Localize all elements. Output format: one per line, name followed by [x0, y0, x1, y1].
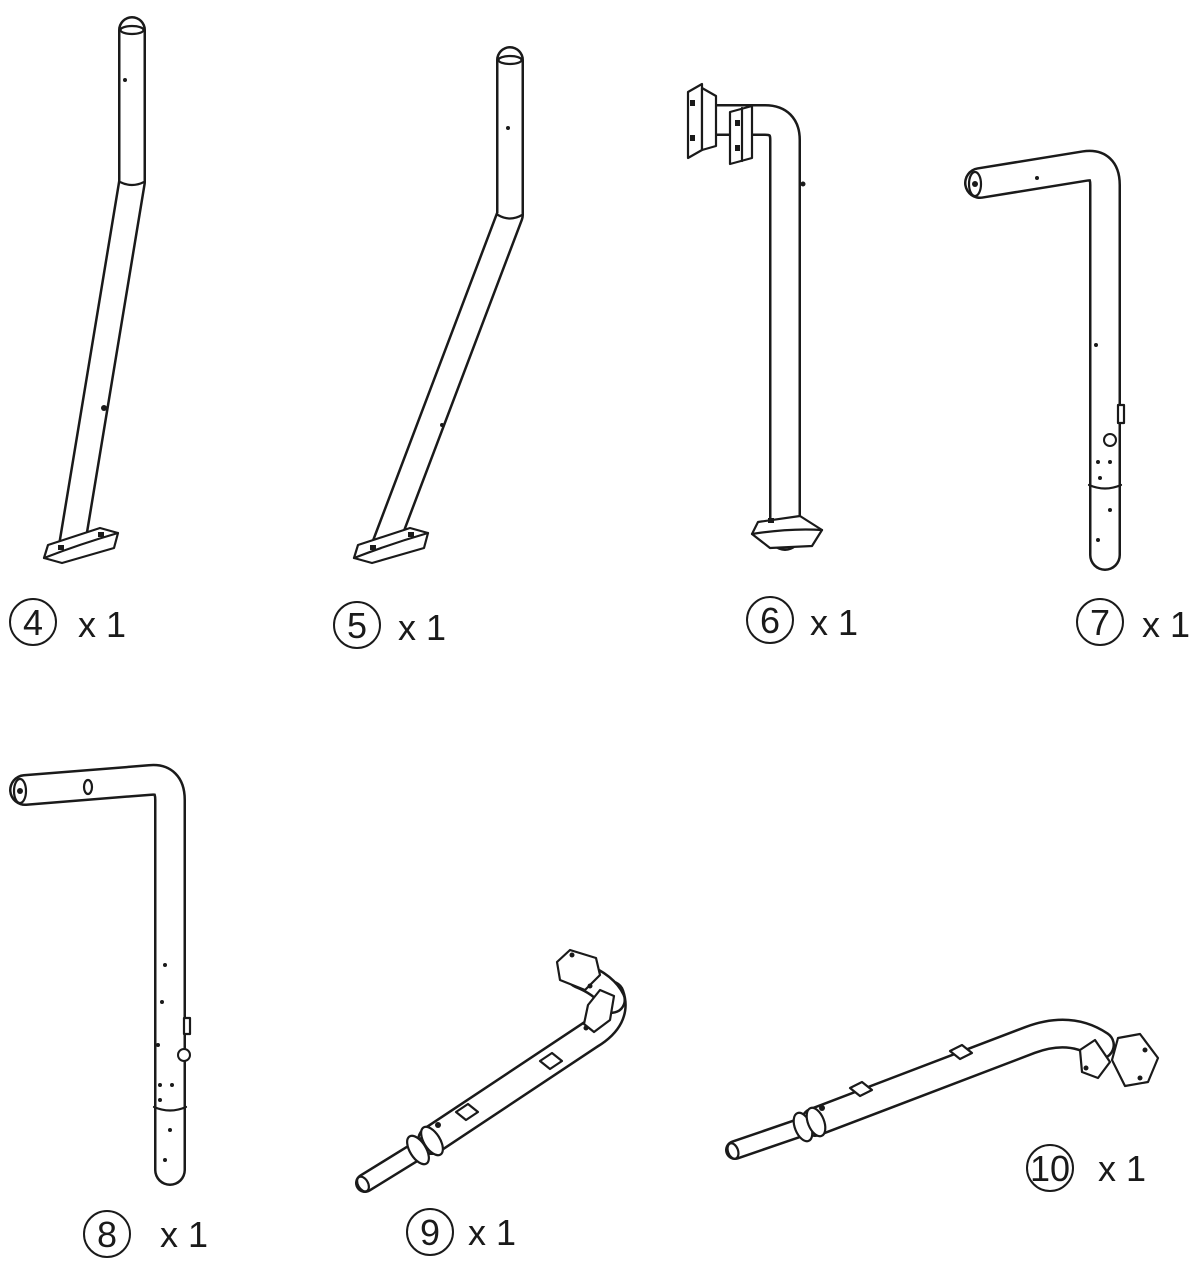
part-quantity: x 1: [398, 607, 446, 648]
part-number: 6: [760, 600, 780, 641]
part-7-label: 7 x 1: [1076, 598, 1190, 646]
part-8-label: 8 x 1: [83, 1210, 208, 1258]
part-number: 8: [97, 1214, 117, 1255]
part-number: 5: [347, 605, 367, 646]
part-quantity: x 1: [810, 602, 858, 643]
part-5-drawing: [352, 46, 524, 565]
part-number-badge: [1076, 598, 1124, 646]
part-10-drawing: [725, 1018, 1160, 1160]
part-quantity: x 1: [1142, 604, 1190, 645]
part-number: 9: [420, 1212, 440, 1253]
part-8-drawing: [9, 763, 192, 1186]
part-number-badge: [83, 1210, 131, 1258]
part-6-drawing: [686, 82, 824, 551]
part-5-label: 5 x 1: [333, 601, 446, 649]
part-quantity: x 1: [160, 1214, 208, 1255]
part-number-badge: [746, 596, 794, 644]
part-6-label: 6 x 1: [746, 596, 858, 644]
part-number: 4: [23, 602, 43, 643]
part-number: 7: [1090, 602, 1110, 643]
part-4-label: 4 x 1: [9, 598, 126, 646]
part-10-label: 10 x 1: [1026, 1144, 1146, 1192]
part-number-badge: [9, 598, 57, 646]
part-number-badge: [333, 601, 381, 649]
part-quantity: x 1: [468, 1212, 516, 1253]
part-7-drawing: [964, 149, 1126, 571]
part-quantity: x 1: [78, 604, 126, 645]
part-9-drawing: [355, 948, 627, 1193]
part-9-label: 9 x 1: [406, 1208, 516, 1256]
part-number-badge: [1026, 1144, 1074, 1192]
part-number-badge: [406, 1208, 454, 1256]
part-quantity: x 1: [1098, 1148, 1146, 1189]
part-4-drawing: [42, 16, 146, 565]
part-number: 10: [1030, 1148, 1070, 1189]
